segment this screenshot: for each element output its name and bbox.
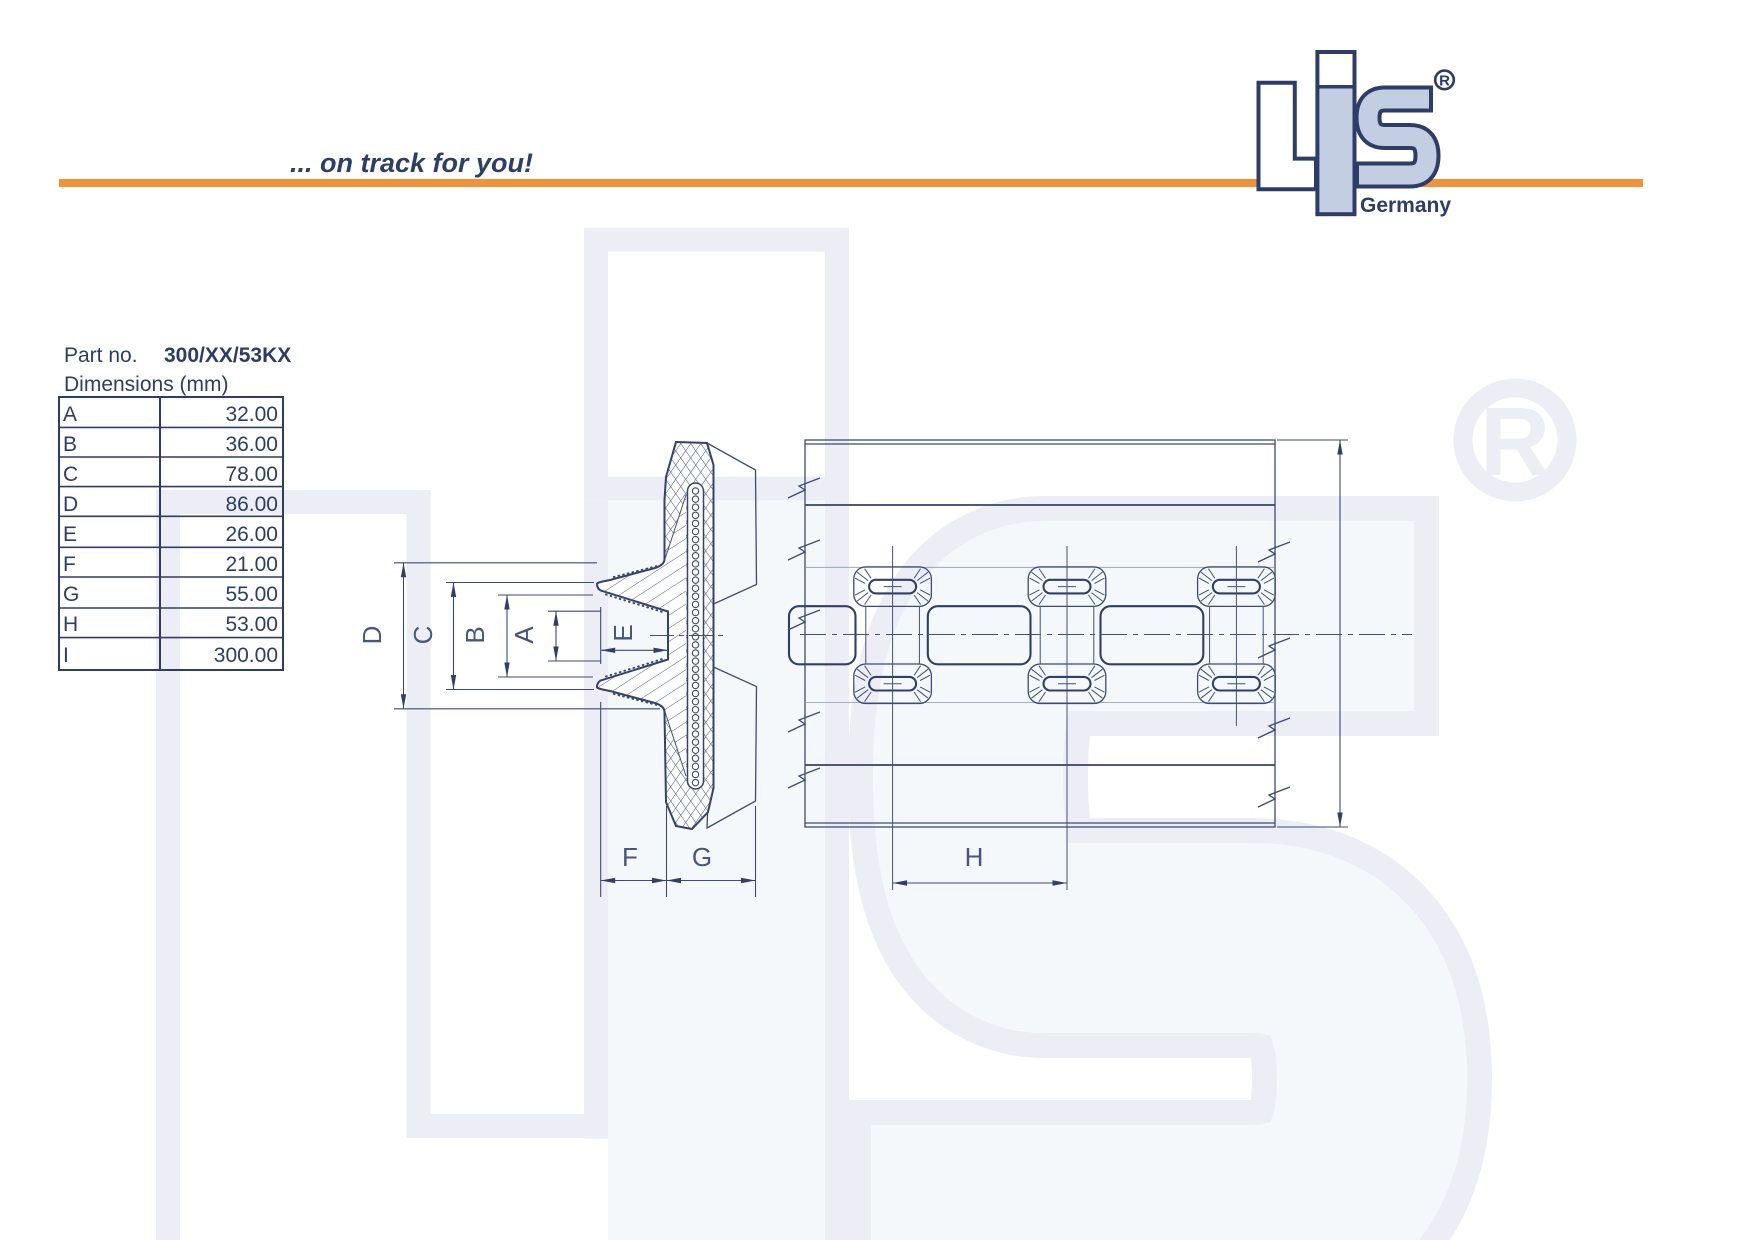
svg-text:A: A [63,403,77,426]
svg-text:... on track for you!: ... on track for you! [290,148,533,178]
svg-text:F: F [622,842,638,872]
svg-text:A: A [509,626,539,644]
svg-text:Dimensions (mm): Dimensions (mm) [64,373,229,396]
svg-text:Germany: Germany [1360,194,1451,217]
svg-text:I: I [63,644,69,667]
svg-text:F: F [63,553,76,576]
svg-text:C: C [408,626,438,645]
svg-text:300.00: 300.00 [214,644,278,667]
svg-text:B: B [460,626,490,643]
svg-text:G: G [63,583,79,606]
svg-text:26.00: 26.00 [225,523,278,546]
svg-text:21.00: 21.00 [225,553,278,576]
svg-text:H: H [965,842,984,872]
svg-text:55.00: 55.00 [225,583,278,606]
svg-text:Part no.: Part no. [64,344,138,367]
svg-text:86.00: 86.00 [225,493,278,516]
svg-text:R: R [1480,387,1550,496]
svg-text:E: E [608,624,638,641]
svg-text:78.00: 78.00 [225,463,278,486]
svg-text:36.00: 36.00 [225,433,278,456]
svg-text:D: D [357,626,387,645]
svg-text:E: E [63,523,77,546]
svg-text:G: G [692,842,712,872]
svg-text:R: R [1439,72,1450,89]
svg-text:D: D [63,493,78,516]
svg-text:H: H [63,613,78,636]
svg-text:300/XX/53KX: 300/XX/53KX [164,344,291,367]
svg-text:B: B [63,433,77,456]
svg-text:32.00: 32.00 [225,403,278,426]
svg-text:C: C [63,463,78,486]
svg-text:53.00: 53.00 [225,613,278,636]
